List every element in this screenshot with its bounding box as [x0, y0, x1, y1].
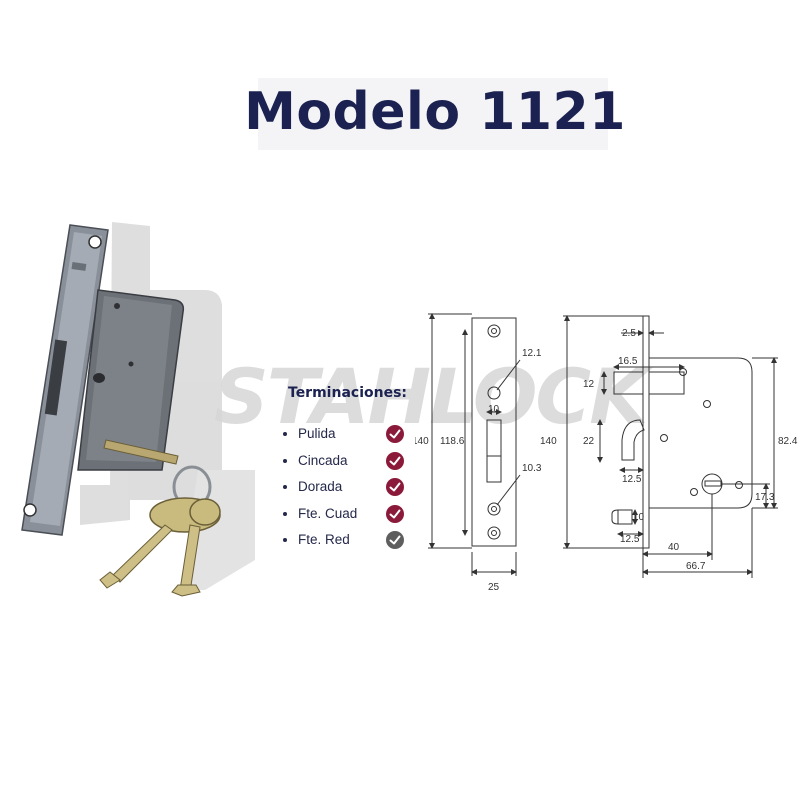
finish-label: Fte. Cuad — [298, 505, 358, 521]
side-view-front — [642, 315, 650, 549]
dim-bolt-height: 12 — [583, 379, 595, 390]
check-icon — [386, 531, 404, 549]
dim-small-latch: 10 — [633, 512, 645, 523]
lock-product-image — [21, 222, 255, 597]
dim-case-height: 140 — [540, 436, 557, 447]
front-view-plate — [471, 317, 517, 547]
dim-latch-width: 10 — [488, 404, 500, 415]
dim-cylinder-offset: 17.3 — [755, 492, 775, 503]
terminaciones-list: Pulida Cincada Dorada Fte. Cuad Fte. Red — [283, 424, 413, 557]
check-icon — [386, 425, 404, 443]
dim-lower-hole: 10.3 — [522, 463, 542, 474]
finish-label: Cincada — [298, 452, 348, 468]
lock-faceplate — [21, 224, 109, 536]
dim-front-height-outer: 140 — [415, 436, 429, 447]
lock-keys — [99, 439, 221, 597]
list-item: Cincada — [283, 451, 413, 478]
list-item: Fte. Red — [283, 530, 413, 557]
check-icon — [386, 478, 404, 496]
dim-front-height-inner: 118.6 — [440, 436, 465, 447]
list-item: Dorada — [283, 477, 413, 504]
dim-screw-hole: 12.1 — [522, 348, 542, 359]
dim-small-offset: 12.5 — [620, 534, 640, 545]
bullet-icon — [283, 511, 287, 516]
list-item: Fte. Cuad — [283, 504, 413, 531]
bullet-icon — [283, 432, 287, 436]
check-icon — [386, 504, 404, 523]
terminaciones-heading: Terminaciones: — [288, 385, 407, 401]
page-title: Modelo 1121 — [244, 82, 626, 142]
dim-case-depth: 66.7 — [686, 561, 706, 572]
list-item: Pulida — [283, 424, 413, 451]
dim-front-width: 25 — [488, 582, 500, 593]
check-icon — [386, 451, 404, 470]
side-view-case — [649, 357, 753, 509]
bullet-icon — [283, 538, 287, 542]
dim-case-body-height: 82.4 — [778, 436, 798, 447]
dim-bolt-length: 16.5 — [618, 356, 638, 367]
dim-hook-offset: 12.5 — [622, 474, 642, 485]
finish-label: Pulida — [298, 426, 336, 441]
title-background — [258, 78, 608, 150]
technical-drawing: 140 118.6 12.1 10 10.3 25 140 2.5 16.5 1… — [415, 313, 798, 593]
bullet-icon — [283, 485, 287, 489]
dim-backset: 40 — [668, 542, 680, 553]
dim-hook-height: 22 — [583, 436, 595, 447]
finish-label: Fte. Red — [298, 532, 350, 547]
finish-label: Dorada — [298, 479, 343, 494]
lock-body — [77, 289, 185, 471]
dim-front-thickness: 2.5 — [622, 328, 636, 339]
bullet-icon — [283, 458, 287, 463]
